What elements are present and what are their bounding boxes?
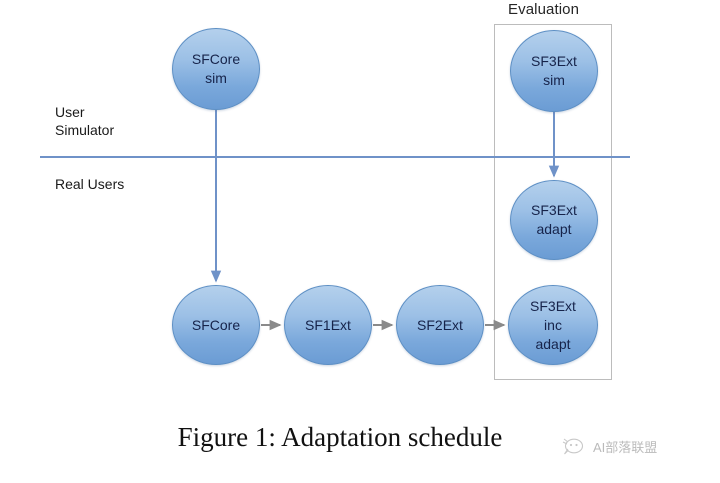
- zone-divider-line: [40, 156, 630, 158]
- watermark-text: AI部落联盟: [593, 439, 658, 455]
- node-sf3ext-sim[interactable]: SF3Ext sim: [510, 30, 598, 112]
- node-sf2ext[interactable]: SF2Ext: [396, 285, 484, 365]
- zone-label-user-simulator: User Simulator: [55, 104, 115, 138]
- evaluation-group-label: Evaluation: [508, 1, 580, 18]
- figure-caption: Figure 1: Adaptation schedule: [177, 422, 503, 452]
- watermark: AI部落联盟: [560, 436, 657, 456]
- node-sf1ext[interactable]: SF1Ext: [284, 285, 372, 365]
- speech-bubble-logo-icon: [562, 438, 584, 455]
- evaluation-group-box: [494, 24, 612, 380]
- zone-label-real-users: Real Users: [55, 176, 125, 192]
- node-sfcore[interactable]: SFCore: [172, 285, 260, 365]
- node-sf3ext-adapt[interactable]: SF3Ext adapt: [510, 180, 598, 260]
- node-sfcore-sim[interactable]: SFCore sim: [172, 28, 260, 110]
- node-sf3ext-inc-adapt[interactable]: SF3Ext inc adapt: [508, 285, 598, 365]
